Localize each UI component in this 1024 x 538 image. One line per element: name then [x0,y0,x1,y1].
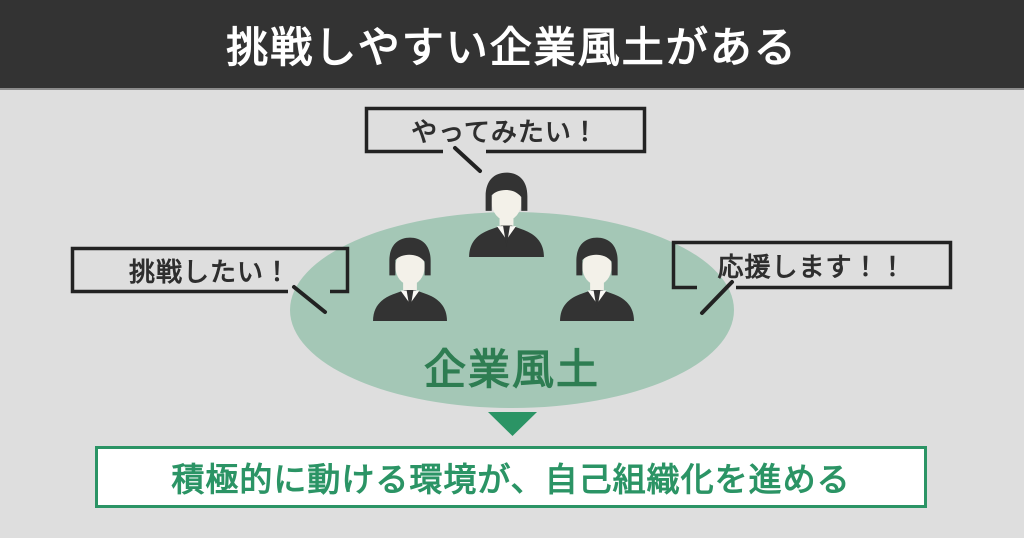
speech-bubble-challenge: 挑戦したい！ [128,256,291,287]
speech-bubble-try: やってみたい！ [411,117,599,147]
speech-bubble-support: 応援します！！ [717,251,907,282]
corporate-culture-label: 企業風土 [423,345,600,393]
header-banner: 挑戦しやすい企業風土がある [0,0,1024,90]
speech-bubble-tail-right [700,280,734,315]
speech-bubble-tail-left [292,285,327,314]
speech-bubble-tail-top [453,146,482,173]
down-arrow-icon [488,412,537,436]
page-title: 挑戦しやすい企業風土がある [226,23,798,71]
speech-bubble-border-right [671,240,953,290]
speech-bubble-border-left [70,246,350,294]
conclusion-box: 積極的に動ける環境が、自己組織化を進める [95,446,927,508]
speech-bubble-border-top [364,106,647,154]
conclusion-text: 積極的に動ける環境が、自己組織化を進める [171,461,851,498]
